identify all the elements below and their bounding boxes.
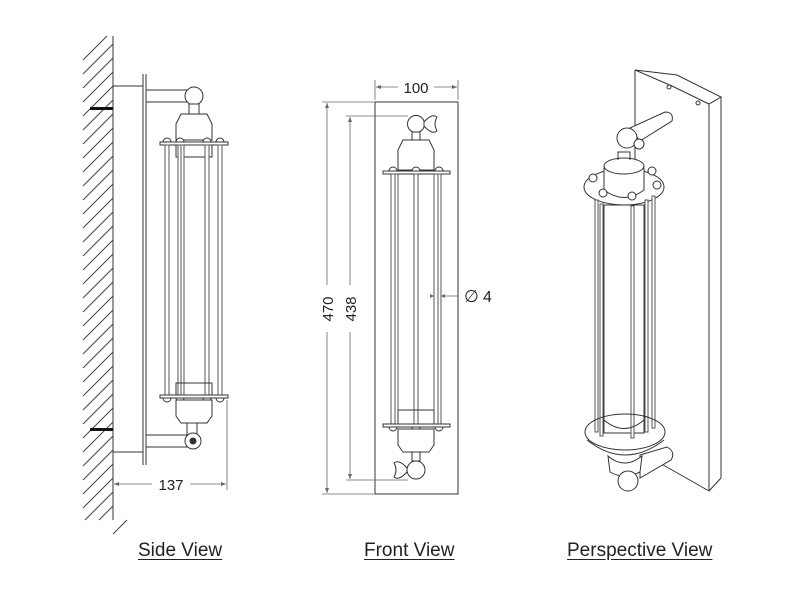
persp-bottom-ball: [617, 470, 639, 492]
hatch-line: [82, 463, 114, 495]
hatch-line: [82, 239, 114, 271]
diameter-symbol: ∅: [464, 287, 479, 306]
hatch-line: [82, 449, 114, 481]
wall-anchor-top: [90, 107, 113, 110]
persp-cage-rods: [594, 195, 656, 439]
hatch-line: [82, 253, 114, 285]
inner-height-label: 438: [343, 296, 360, 321]
persp-top-neck: [617, 151, 631, 160]
hatch-line: [82, 281, 114, 313]
hatch-line: [82, 477, 114, 509]
hatch-line: [82, 323, 114, 355]
hatch-line: [82, 35, 108, 61]
front-cage-rods: [390, 173, 442, 425]
hatch-line: [82, 155, 114, 187]
hatch-line: [82, 309, 114, 341]
wall-hatch: [82, 35, 128, 535]
dimension-depth: 137: [114, 400, 228, 494]
persp-top-screw: [633, 138, 645, 150]
persp-bottom-arm: [639, 446, 674, 479]
top-ball-joint: [184, 86, 204, 106]
front-top-cap: [397, 139, 435, 171]
persp-screw-2: [695, 100, 701, 106]
front-top-wing-nut: [423, 115, 438, 133]
dimension-width: 100: [374, 80, 459, 100]
top-tube-collar: [175, 144, 213, 158]
hatch-line: [82, 113, 114, 145]
wall-anchor-bottom: [90, 428, 113, 431]
hatch-line: [82, 57, 114, 89]
bottom-flange: [159, 394, 229, 399]
front-backplate: [374, 101, 459, 495]
front-top-neck: [411, 131, 421, 141]
hatch-line: [82, 393, 114, 425]
caption-side-view: Side View: [138, 540, 223, 561]
front-top-ball: [407, 115, 425, 133]
front-bottom-ball: [406, 460, 426, 480]
hatch-line: [82, 295, 114, 327]
hatch-line: [82, 267, 114, 299]
hatch-line: [98, 505, 114, 521]
top-arm: [145, 89, 191, 103]
hatch-line: [82, 141, 114, 173]
caption-front-view: Front View: [364, 540, 455, 561]
top-bolts: [162, 137, 225, 143]
hatch-line: [82, 379, 114, 411]
rod-diameter-label: 4: [483, 289, 492, 306]
hatch-line: [82, 225, 114, 257]
depth-label: 137: [158, 477, 183, 494]
front-bottom-cap: [397, 428, 435, 453]
persp-top-cap-top: [603, 157, 645, 175]
overall-height-label: 470: [320, 296, 337, 321]
front-bottom-wing-nut: [393, 461, 408, 479]
persp-backplate-bottom-corner: [708, 477, 722, 492]
cage-rods: [164, 144, 223, 396]
hatch-line: [82, 421, 114, 453]
hatch-line: [82, 407, 114, 439]
persp-top-bolts: [588, 166, 662, 201]
persp-bottom-flange: [584, 413, 666, 451]
hatch-line: [82, 435, 114, 467]
front-view: 100 470 438 ∅ 4: [320, 80, 492, 495]
top-cap: [175, 113, 213, 141]
dimension-rod-diameter: ∅ 4: [430, 287, 492, 306]
dimension-inner-height: 438: [343, 115, 408, 481]
persp-bottom-flange-edge: [586, 439, 665, 456]
persp-top-ball: [616, 127, 638, 149]
side-view: 137: [82, 35, 229, 535]
persp-top-arm: [629, 111, 673, 142]
hatch-line: [82, 183, 114, 215]
caption-perspective-view: Perspective View: [567, 540, 713, 561]
persp-bottom-cap: [607, 454, 643, 477]
hatch-line: [82, 43, 114, 75]
hatch-line: [82, 99, 114, 131]
hatch-line: [82, 169, 114, 201]
perspective-view: [583, 65, 723, 492]
hatch-line: [82, 127, 114, 159]
persp-screw-1: [666, 84, 672, 90]
hatch-line: [82, 211, 114, 243]
hatch-line: [82, 337, 114, 369]
persp-backplate-bottom-edge: [657, 461, 710, 492]
front-bottom-neck: [411, 451, 421, 462]
front-top-bolts: [388, 166, 444, 172]
hatch-line: [82, 71, 114, 103]
bottom-cap: [175, 399, 213, 424]
hatch-line: [82, 197, 114, 229]
bottom-screw: [189, 437, 197, 445]
hatch-line: [82, 365, 114, 397]
persp-backplate-top: [634, 69, 723, 105]
hatch-line: [84, 491, 114, 521]
width-label: 100: [403, 80, 428, 97]
hatch-line: [82, 85, 114, 117]
bottom-arm: [145, 434, 189, 448]
hatch-line: [82, 351, 114, 383]
dimension-overall-height: 470: [320, 101, 374, 495]
persp-glass-tube: [603, 204, 645, 434]
persp-tube-bottom: [603, 419, 645, 429]
top-neck: [188, 103, 200, 115]
hatch-line: [112, 519, 128, 535]
